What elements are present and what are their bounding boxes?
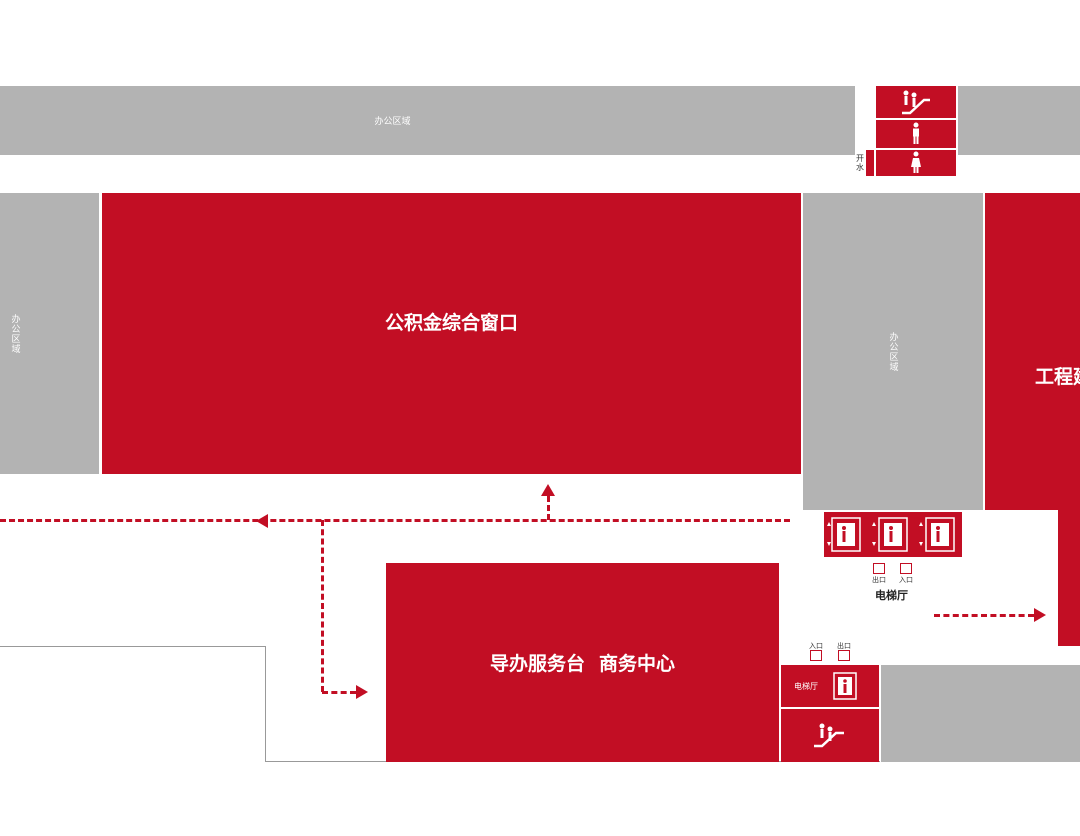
exit-sign-label-lower: 出口 xyxy=(837,642,851,650)
water-room-label: 开水 xyxy=(855,154,865,172)
route-main-horizontal xyxy=(0,519,790,522)
entry-sign-label-lower: 入口 xyxy=(809,642,823,650)
office-area-left-label: 办公区域 xyxy=(9,313,20,354)
route-arrow-up xyxy=(541,484,555,496)
route-arrow-left xyxy=(256,514,268,528)
exit-sign-icon xyxy=(873,563,885,574)
route-arrow-right-engineering xyxy=(1034,608,1046,622)
business-center-text: 商务中心 xyxy=(599,653,676,675)
route-to-guide-desk xyxy=(322,691,356,694)
office-area-left[interactable]: 办公区域 xyxy=(0,193,99,474)
water-room-marker xyxy=(866,150,874,176)
female-restroom-icon xyxy=(911,151,921,173)
entry-sign-icon xyxy=(900,563,912,574)
route-to-engineering xyxy=(934,614,1034,617)
engineering-construction-area[interactable]: 工程建 xyxy=(985,193,1080,510)
housing-fund-window-label: 公积金综合窗口 xyxy=(384,311,518,334)
route-arrow-right-guide xyxy=(356,685,368,699)
escalator-cell-top[interactable] xyxy=(876,86,956,118)
male-restroom-cell[interactable] xyxy=(876,120,956,148)
escalator-cell-lower[interactable] xyxy=(781,709,879,762)
elevator-icon-lower xyxy=(833,672,857,700)
office-area-bottom-right[interactable] xyxy=(881,665,1080,762)
office-area-middle[interactable]: 办公区域 xyxy=(803,193,983,510)
elevator-icon xyxy=(827,517,955,552)
female-restroom-cell[interactable] xyxy=(876,150,956,176)
engineering-construction-extension xyxy=(1058,508,1080,646)
route-down-branch xyxy=(321,520,324,692)
guide-service-desk-label: 导办服务台 商务中心 xyxy=(386,563,779,762)
escalator-icon-lower xyxy=(814,723,844,748)
escalator-icon xyxy=(902,90,930,115)
male-restroom-icon xyxy=(913,122,919,144)
entry-sign-icon-lower xyxy=(810,650,822,661)
outline-corridor-bottom xyxy=(0,646,266,762)
route-up-branch xyxy=(547,496,550,520)
office-area-top-right[interactable] xyxy=(958,86,1080,155)
office-area-middle-label: 办公区域 xyxy=(887,331,898,372)
elevator-hall-lower-label: 电梯厅 xyxy=(794,681,818,691)
guide-service-desk-area[interactable]: 导办服务台 商务中心 xyxy=(386,563,779,762)
office-area-top[interactable]: 办公区域 xyxy=(0,86,855,155)
elevator-hall-label: 电梯厅 xyxy=(875,589,908,602)
office-area-top-label: 办公区域 xyxy=(374,117,411,127)
elevator-hall-lower[interactable]: 电梯厅 xyxy=(781,665,879,707)
exit-sign-label: 出口 xyxy=(872,576,886,584)
housing-fund-window-area[interactable]: 公积金综合窗口 xyxy=(102,193,801,474)
exit-sign-icon-lower xyxy=(838,650,850,661)
entry-sign-label: 入口 xyxy=(899,576,913,584)
guide-desk-text: 导办服务台 xyxy=(489,653,585,675)
engineering-construction-label: 工程建 xyxy=(1035,365,1080,388)
elevator-bank[interactable] xyxy=(824,512,962,557)
